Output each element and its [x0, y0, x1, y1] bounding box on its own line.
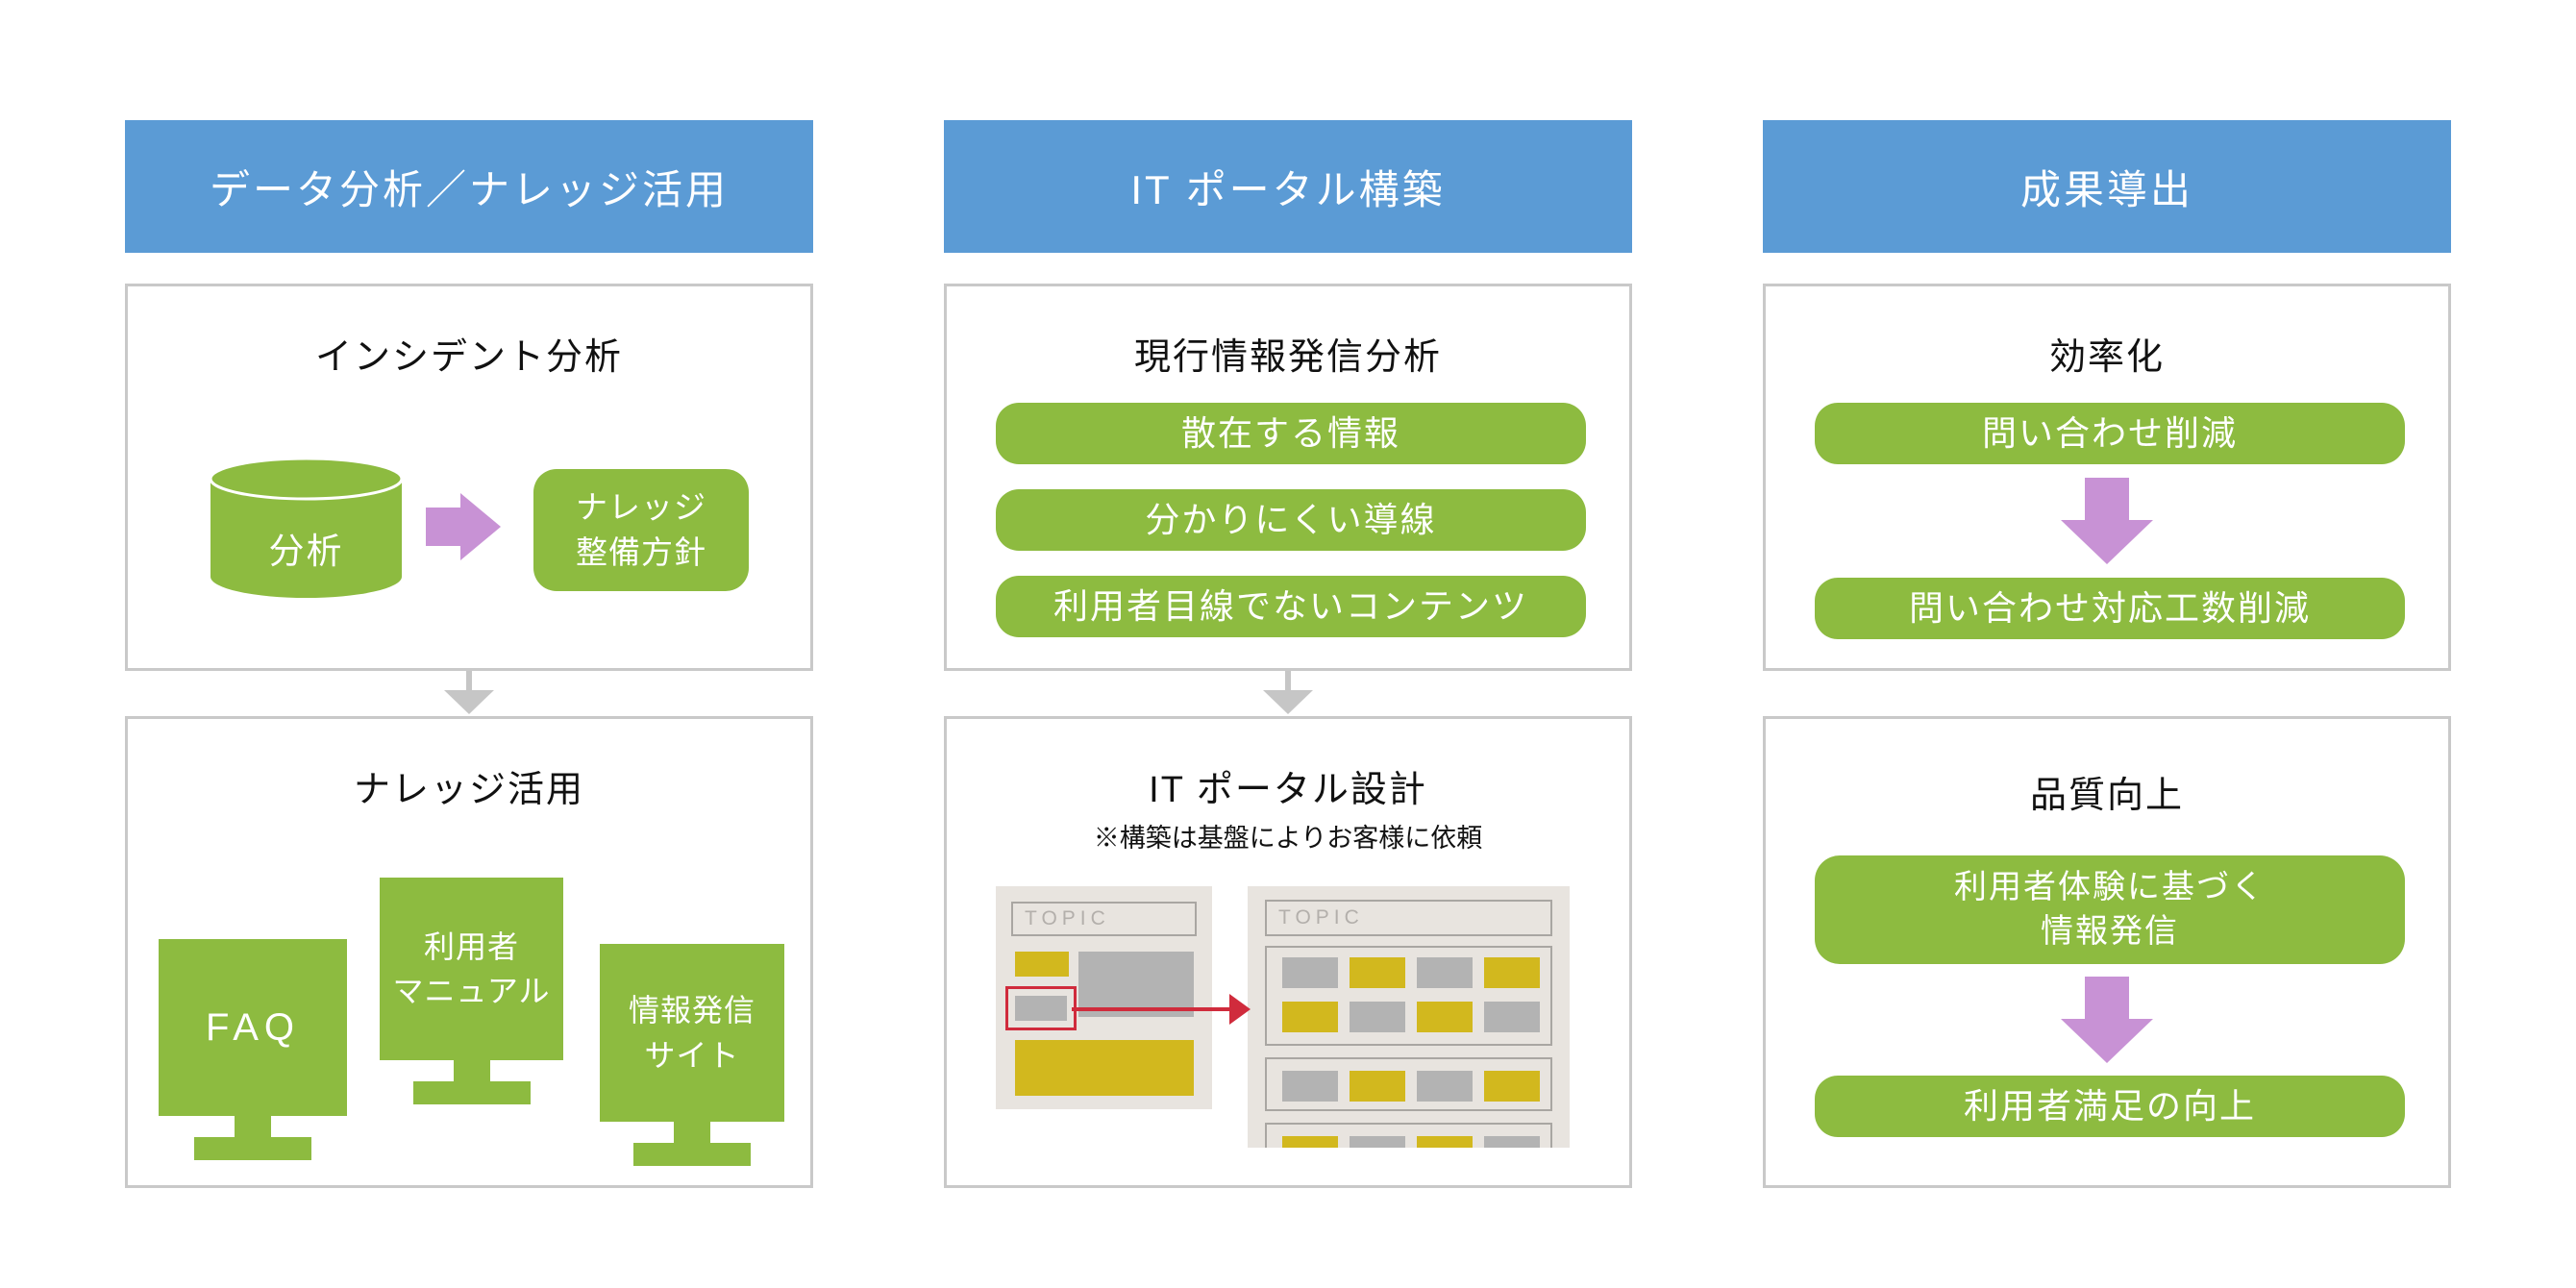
- issue-bar-1: 散在する情報: [996, 403, 1586, 464]
- purple-down-arrow-icon: [2061, 478, 2153, 564]
- incident-analysis-card: インシデント分析 分析 ナレッジ 整備方針: [125, 284, 813, 671]
- column3-gap: [1763, 671, 2451, 716]
- content-block: [1015, 1040, 1194, 1096]
- knowledge-usage-title: ナレッジ活用: [353, 770, 584, 810]
- monitor-screen: 利用者 マニュアル: [380, 878, 563, 1060]
- wireframe-topic-box: TOPIC: [1011, 902, 1197, 936]
- content-block: [1484, 1071, 1540, 1102]
- column-it-portal: IT ポータル構築 現行情報発信分析 散在する情報 分かりにくい導線 利用者目線…: [944, 120, 1632, 1188]
- monitor-neck: [453, 1060, 490, 1081]
- portal-design-card: IT ポータル設計 ※構築は基盤によりお客様に依頼 TOPIC TOPIC: [944, 716, 1632, 1188]
- red-arrow-stem: [1072, 1007, 1233, 1011]
- column-header-outcomes: 成果導出: [1763, 120, 2451, 253]
- knowledge-policy-box: ナレッジ 整備方針: [533, 469, 749, 591]
- gray-down-arrow-icon: [1263, 671, 1313, 714]
- content-block: [1417, 1136, 1473, 1148]
- monitor-user-manual: 利用者 マニュアル: [380, 878, 563, 1104]
- content-block: [1015, 996, 1067, 1021]
- wireframe-section: [1265, 1057, 1552, 1111]
- content-block: [1484, 957, 1540, 988]
- content-block: [1417, 1071, 1473, 1102]
- cylinder-label: 分析: [268, 532, 344, 571]
- issue-bar-2: 分かりにくい導線: [996, 489, 1586, 551]
- monitor-base: [194, 1137, 311, 1160]
- content-block: [1484, 1002, 1540, 1032]
- current-info-analysis-card: 現行情報発信分析 散在する情報 分かりにくい導線 利用者目線でないコンテンツ: [944, 284, 1632, 671]
- column2-gap: [944, 671, 1632, 716]
- column-header-data-analysis: データ分析／ナレッジ活用: [125, 120, 813, 253]
- monitor-info-site: 情報発信 サイト: [600, 944, 784, 1166]
- column1-gap: [125, 671, 813, 716]
- content-block: [1015, 952, 1069, 977]
- quality-step-1: 利用者体験に基づく 情報発信: [1815, 855, 2405, 964]
- cylinder-shape: [209, 457, 404, 598]
- knowledge-usage-card: ナレッジ活用 FAQ 利用者 マニュアル 情報発信 サイト: [125, 716, 813, 1188]
- wireframe-page-before: TOPIC: [996, 886, 1212, 1109]
- content-block: [1417, 1002, 1473, 1032]
- column-data-analysis: データ分析／ナレッジ活用 インシデント分析 分析 ナレッジ 整備方針: [125, 120, 813, 1188]
- issue-bar-3: 利用者目線でないコンテンツ: [996, 576, 1586, 637]
- content-block: [1350, 1136, 1405, 1148]
- content-block: [1078, 952, 1194, 1017]
- content-block: [1350, 1071, 1405, 1102]
- quality-title: 品質向上: [2029, 776, 2184, 816]
- database-cylinder-icon: 分析: [209, 456, 404, 600]
- monitor-neck: [674, 1122, 710, 1143]
- purple-down-arrow-icon: [2061, 977, 2153, 1063]
- gray-down-arrow-icon: [444, 671, 494, 714]
- monitor-neck: [235, 1116, 271, 1137]
- red-arrow-head-icon: [1229, 994, 1251, 1025]
- content-block: [1282, 1071, 1338, 1102]
- wireframe-section: [1265, 1123, 1552, 1148]
- column-outcomes: 成果導出 効率化 問い合わせ削減 問い合わせ対応工数削減 品質向上 利用者体験に…: [1763, 120, 2451, 1188]
- content-block: [1484, 1136, 1540, 1148]
- diagram-board: データ分析／ナレッジ活用 インシデント分析 分析 ナレッジ 整備方針: [125, 120, 2451, 1188]
- purple-right-arrow-icon: [426, 493, 501, 560]
- column-header-it-portal: IT ポータル構築: [944, 120, 1632, 253]
- current-info-analysis-title: 現行情報発信分析: [1133, 337, 1442, 378]
- content-block: [1350, 1002, 1405, 1032]
- quality-step-2: 利用者満足の向上: [1815, 1076, 2405, 1137]
- monitor-screen: 情報発信 サイト: [600, 944, 784, 1122]
- portal-design-note: ※構築は基盤によりお客様に依頼: [1093, 824, 1483, 853]
- wireframe-page-after: TOPIC: [1248, 886, 1570, 1148]
- efficiency-card: 効率化 問い合わせ削減 問い合わせ対応工数削減: [1763, 284, 2451, 671]
- content-block: [1282, 1002, 1338, 1032]
- arrow-stem: [426, 508, 460, 546]
- portal-design-title: IT ポータル設計: [1149, 770, 1427, 810]
- monitor-base: [412, 1081, 531, 1104]
- incident-analysis-title: インシデント分析: [314, 337, 623, 378]
- quality-card: 品質向上 利用者体験に基づく 情報発信 利用者満足の向上: [1763, 716, 2451, 1188]
- efficiency-title: 効率化: [2048, 337, 2165, 378]
- monitor-base: [633, 1143, 751, 1166]
- content-block: [1417, 957, 1473, 988]
- wireframe-topic-box: TOPIC: [1265, 900, 1552, 936]
- efficiency-step-1: 問い合わせ削減: [1815, 403, 2405, 464]
- content-block: [1282, 1136, 1338, 1148]
- content-block: [1350, 957, 1405, 988]
- wireframe-section: [1265, 946, 1552, 1046]
- efficiency-step-2: 問い合わせ対応工数削減: [1815, 578, 2405, 639]
- content-block: [1282, 957, 1338, 988]
- arrow-head: [460, 493, 501, 560]
- monitor-faq: FAQ: [159, 939, 347, 1160]
- monitor-screen: FAQ: [159, 939, 347, 1116]
